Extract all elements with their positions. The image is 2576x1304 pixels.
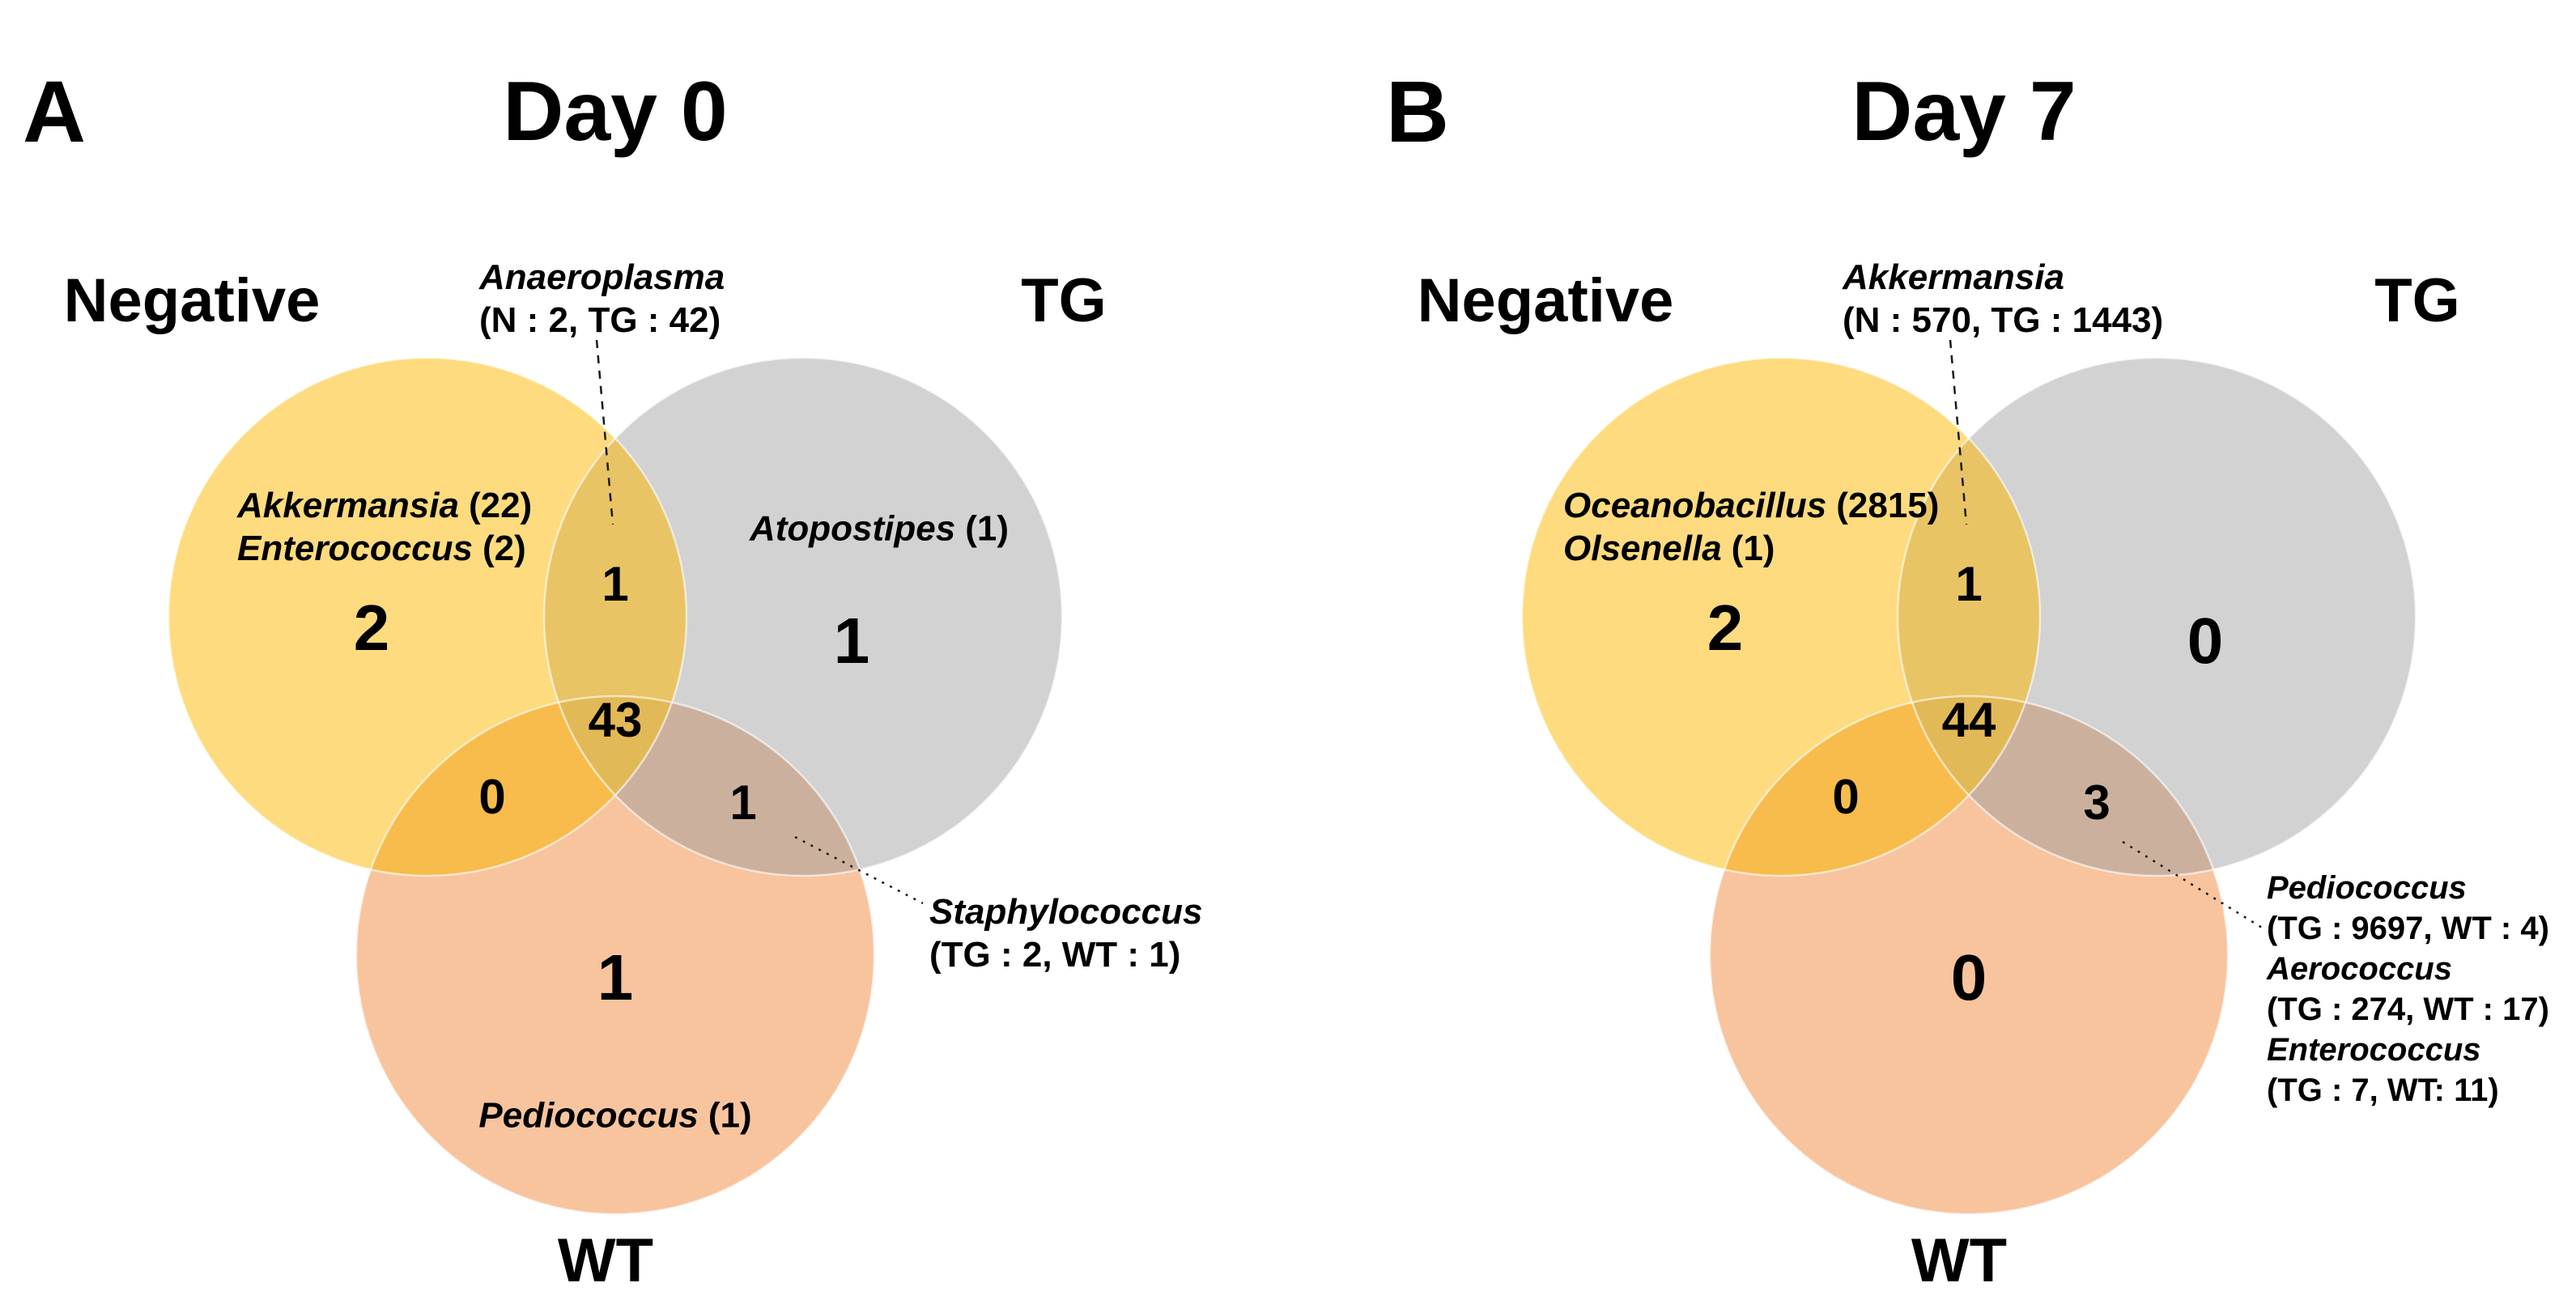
- panel-b-tg-wt-callout: Pediococcus (TG : 9697, WT : 4) Aerococc…: [2267, 868, 2549, 1111]
- leader-line-a-anaeroplasma: [595, 339, 614, 525]
- panel-a-tg-members: Atopostipes(1): [750, 508, 1009, 550]
- genus-name: Pediococcus: [478, 1095, 699, 1136]
- venn-b-tg-wt-overlap: [1898, 696, 2228, 876]
- genus-count: (2815): [1836, 486, 1940, 525]
- callout-genus-detail: (N : 570, TG : 1443): [1843, 300, 2164, 340]
- count-b-all-three: 44: [1941, 693, 1996, 747]
- venn-b: [1520, 339, 2417, 1216]
- callout-genus-detail: (TG : 7, WT: 11): [2267, 1073, 2499, 1108]
- venn-a-negative-wt-overlap: [356, 696, 687, 876]
- panel-a-wt-members: Pediococcus(1): [478, 1094, 751, 1137]
- member-line: Olsenella(1): [1563, 527, 1939, 570]
- panel-b-title: Day 7: [1851, 65, 2077, 159]
- genus-count: (1): [708, 1095, 752, 1136]
- panel-a-wt-label: WT: [557, 1226, 654, 1295]
- venn-a-wt-rim: [355, 694, 876, 1216]
- count-b-tg-wt: 3: [2083, 775, 2111, 830]
- panel-a-letter: A: [23, 62, 86, 160]
- callout-genus-detail: (TG : 2, WT : 1): [929, 935, 1181, 975]
- callout-genus-detail: (N : 2, TG : 42): [479, 300, 721, 340]
- member-line: Oceanobacillus(2815): [1563, 484, 1939, 527]
- venn-a-negative-rim: [167, 356, 688, 877]
- panel-b-wt-label: WT: [1911, 1226, 2008, 1295]
- genus-count: (1): [1731, 529, 1775, 568]
- panel-a-tg-label: TG: [1021, 266, 1107, 335]
- panel-b-negative-label: Negative: [1417, 266, 1674, 335]
- count-b-tg-only: 0: [2187, 605, 2224, 677]
- count-a-tg-only: 1: [833, 605, 870, 677]
- venn-b-tg-rim: [1896, 356, 2417, 877]
- count-a-wt-only: 1: [597, 941, 634, 1013]
- count-a-all-three: 43: [588, 693, 643, 747]
- count-a-negative-tg: 1: [601, 557, 629, 611]
- callout-genus-name: Anaeroplasma: [479, 257, 725, 297]
- genus-name: Akkermansia: [237, 486, 459, 525]
- member-line: Enterococcus(2): [237, 527, 532, 570]
- leader-line-b-akkermansia: [1949, 339, 1968, 525]
- genus-count: (2): [482, 529, 526, 568]
- panel-a-tg-wt-callout: Staphylococcus (TG : 2, WT : 1): [929, 890, 1202, 976]
- callout-genus-detail: (TG : 9697, WT : 4): [2267, 911, 2549, 946]
- venn-a-tg-rim: [542, 356, 1064, 877]
- panel-a-negative-label: Negative: [63, 266, 321, 335]
- genus-name: Enterococcus: [237, 529, 473, 568]
- panel-b-negative-tg-callout: Akkermansia (N : 570, TG : 1443): [1843, 256, 2163, 342]
- callout-genus-name: Enterococcus: [2267, 1032, 2481, 1068]
- count-a-tg-wt: 1: [729, 775, 757, 830]
- callout-genus-name: Staphylococcus: [929, 892, 1203, 932]
- venn-b-negative-rim: [1520, 356, 2042, 877]
- panel-b-negative-members: Oceanobacillus(2815) Olsenella(1): [1563, 484, 1939, 570]
- count-a-negative-only: 2: [353, 592, 390, 664]
- leader-line-a-staphylococcus: [794, 835, 924, 905]
- panel-a-negative-members: Akkermansia(22) Enterococcus(2): [237, 484, 532, 570]
- genus-name: Oceanobacillus: [1563, 486, 1827, 525]
- genus-count: (22): [468, 486, 533, 525]
- venn-a-tg-wt-overlap: [544, 696, 874, 876]
- count-b-wt-only: 0: [1950, 941, 1987, 1013]
- leader-line-b-tg-wt-genera: [2122, 840, 2263, 929]
- count-a-negative-wt: 0: [478, 770, 506, 824]
- callout-genus-detail: (TG : 274, WT : 17): [2267, 992, 2549, 1027]
- count-b-negative-wt: 0: [1832, 770, 1860, 824]
- count-b-negative-tg: 1: [1955, 557, 1983, 611]
- panel-b-tg-label: TG: [2374, 266, 2460, 335]
- panel-a-title: Day 0: [503, 65, 728, 159]
- genus-name: Atopostipes: [749, 508, 956, 549]
- genus-name: Olsenella: [1563, 529, 1722, 568]
- venn-a: [167, 339, 1064, 1216]
- callout-genus-name: Aerococcus: [2267, 951, 2452, 987]
- venn-b-negative-wt-overlap: [1710, 696, 2040, 876]
- venn-b-wt-rim: [1708, 694, 2230, 1216]
- genus-count: (1): [965, 508, 1010, 549]
- callout-genus-name: Akkermansia: [1843, 257, 2064, 297]
- panel-a-negative-tg-callout: Anaeroplasma (N : 2, TG : 42): [479, 256, 725, 342]
- callout-genus-name: Pediococcus: [2267, 870, 2467, 906]
- count-b-negative-only: 2: [1707, 592, 1744, 664]
- member-line: Akkermansia(22): [237, 484, 532, 527]
- panel-b-letter: B: [1386, 62, 1449, 160]
